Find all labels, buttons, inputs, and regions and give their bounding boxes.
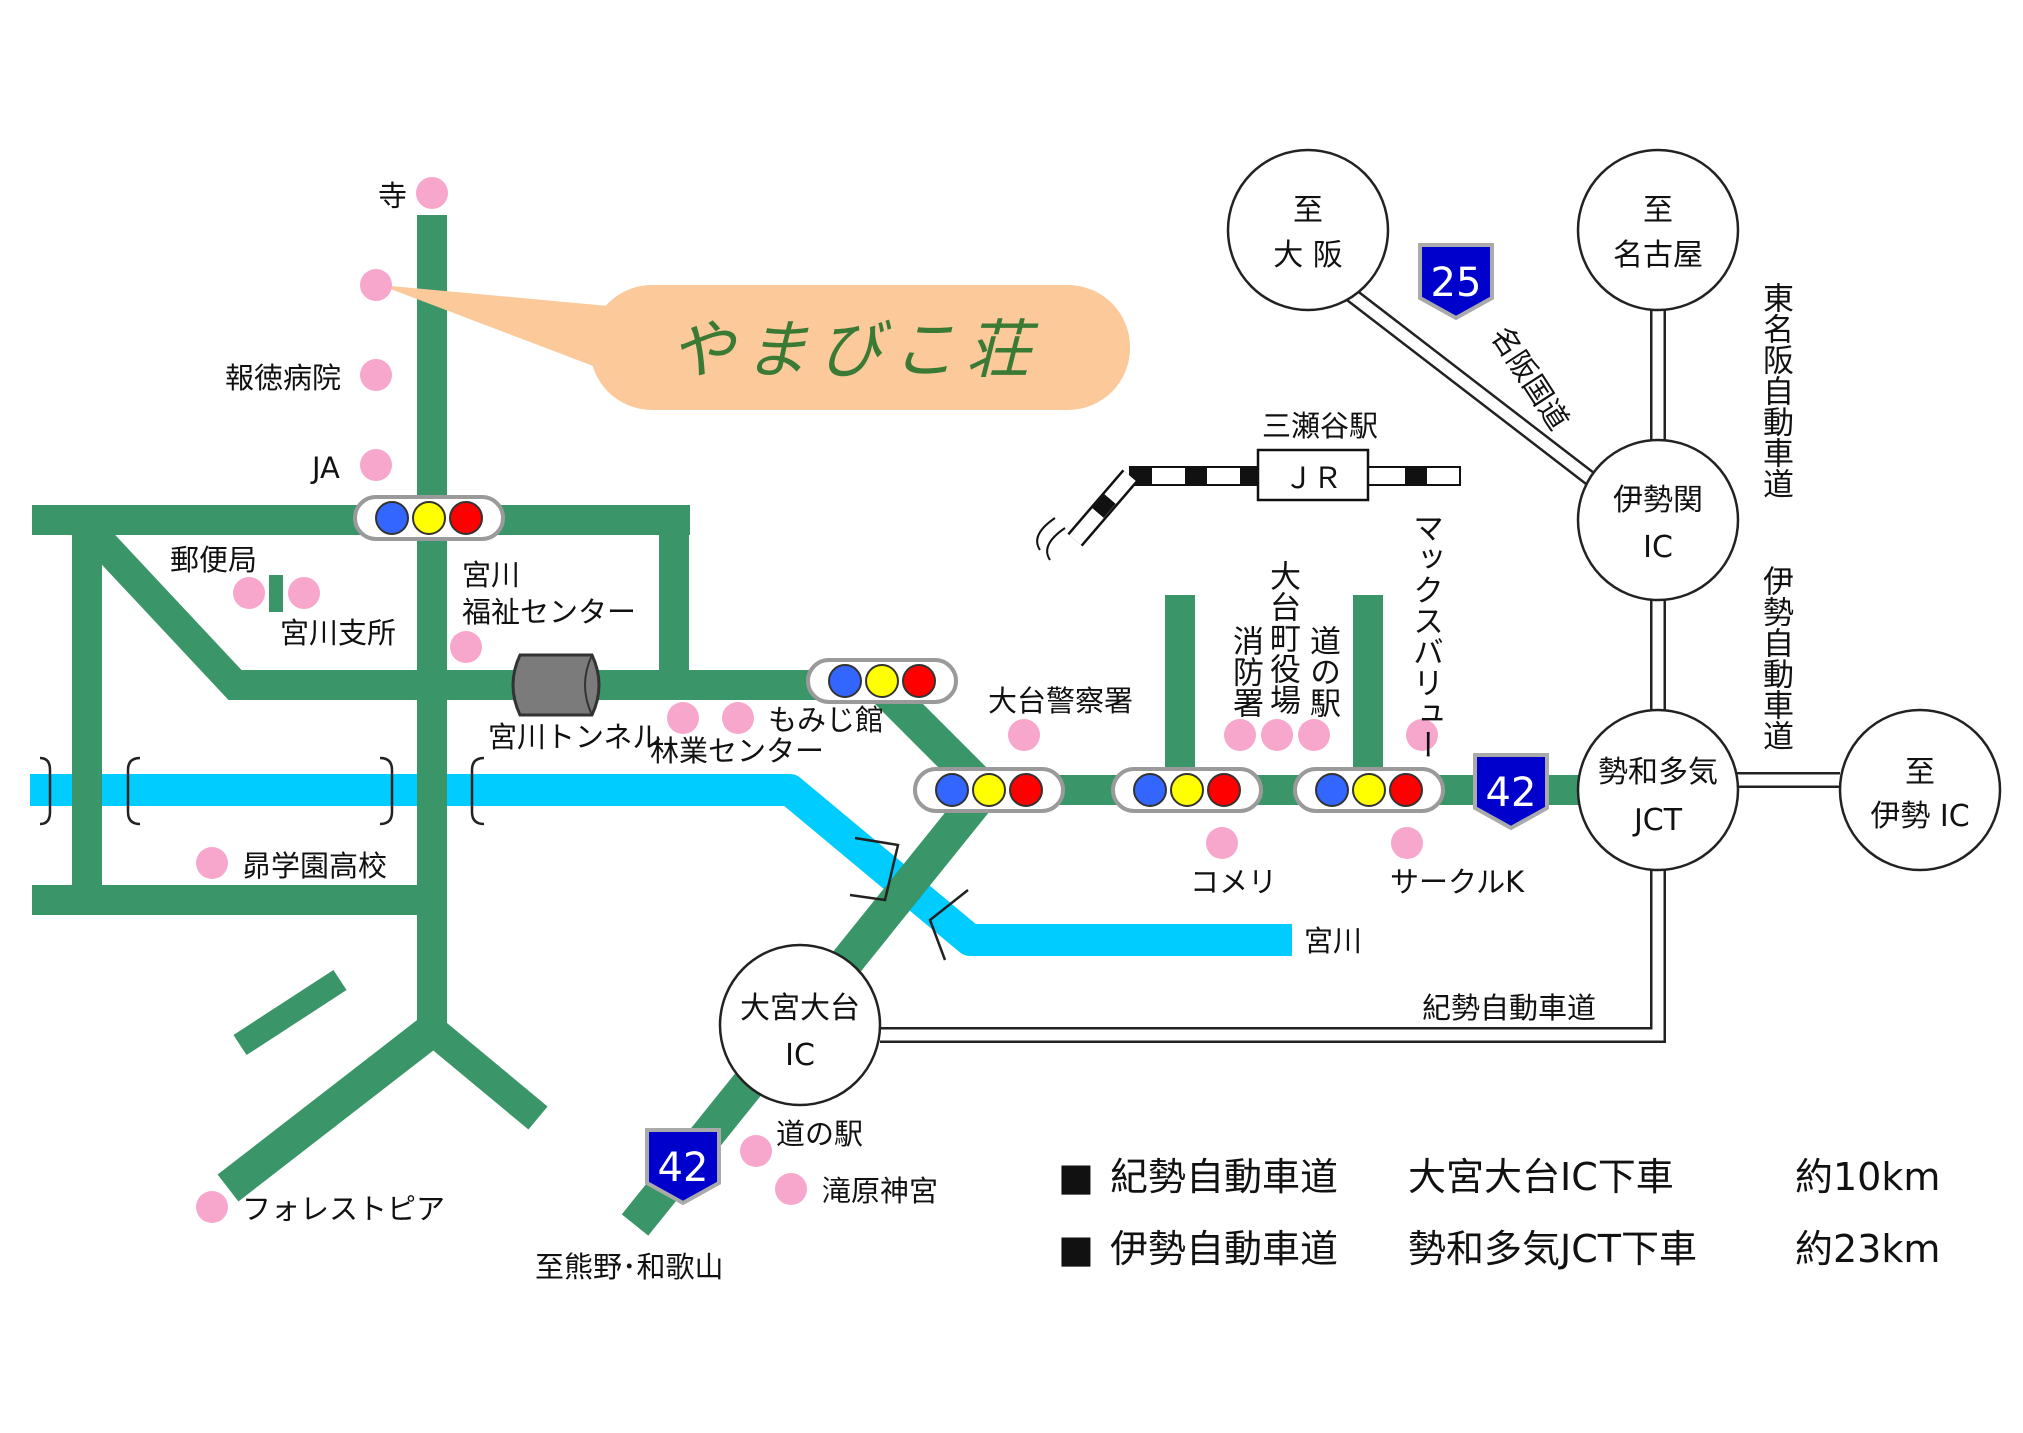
poi-michinoeki-1 [1298, 719, 1330, 751]
label-komeri: コメリ [1190, 865, 1277, 899]
traffic-signal [913, 767, 1065, 813]
to-nagoya-2: 名古屋 [1613, 238, 1703, 273]
label-fire-station: 消防署 [1227, 625, 1263, 718]
miyagawa-tunnel [511, 653, 601, 717]
route-25-shield: 25 [1418, 243, 1494, 321]
label-welfare-center-1: 宮川 [462, 558, 520, 592]
poi-yamabiko-so [360, 269, 392, 301]
poi-welfare-center [450, 631, 482, 663]
traffic-signal [1293, 767, 1445, 813]
jr-line [1036, 448, 1461, 561]
label-station: 三瀬谷駅 [1262, 409, 1378, 443]
miyagawa-river [30, 774, 1292, 956]
to-nagoya-circle: 至 名古屋 [1576, 148, 1740, 312]
route-42-number-east: 42 [1486, 770, 1537, 816]
label-jr: ＪＲ [1284, 461, 1342, 495]
poi-circle-k [1391, 827, 1423, 859]
label-town-office: 大台町役場 [1264, 560, 1301, 715]
omiya-odai-ic-1: 大宮大台 [740, 991, 860, 1026]
omiya-odai-ic-circle: 大宮大台 IC [718, 943, 882, 1107]
route-42-shield-south: 42 [645, 1128, 721, 1206]
label-high-school: 昴学園高校 [242, 849, 387, 883]
route-25-number: 25 [1431, 260, 1482, 306]
label-river: 宮川 [1304, 924, 1362, 958]
label-momiji-kan: もみじ館 [768, 703, 884, 737]
label-tunnel: 宮川トンネル [488, 720, 661, 754]
traffic-signal [353, 495, 505, 541]
label-forestry-center: 林業センター [650, 734, 824, 768]
to-osaka-1: 至 [1293, 193, 1323, 228]
to-ise-ic-1: 至 [1905, 755, 1935, 790]
poi-miyagawa-branch [288, 577, 320, 609]
legend-row: ■ 紀勢自動車道 大宮大台IC下車 約10km [1058, 1155, 1940, 1199]
traffic-signal [1111, 767, 1263, 813]
poi-temple [416, 177, 448, 209]
poi-police [1008, 719, 1040, 751]
poi-komeri [1206, 827, 1238, 859]
poi-forestry-center [667, 702, 699, 734]
label-max-valu: マックスバリュー [1407, 512, 1443, 760]
iseseki-ic-circle: 伊勢関 IC [1576, 438, 1740, 602]
legend-bullet: ■ [1058, 1155, 1094, 1199]
label-takihara-shrine: 滝原神宮 [822, 1174, 938, 1208]
label-michinoeki-2: 道の駅 [776, 1117, 863, 1151]
route-42-number-south: 42 [658, 1145, 709, 1191]
to-ise-ic-circle: 至 伊勢 IC [1838, 708, 2002, 872]
seiwa-taki-jct-2: JCT [1632, 803, 1683, 838]
poi-post-office [233, 577, 265, 609]
poi-town-office [1261, 719, 1293, 751]
label-ise-expressway: 伊勢自動車道 [1757, 565, 1794, 751]
legend-exit: 大宮大台IC下車 [1408, 1155, 1674, 1199]
legend-exit: 勢和多気JCT下車 [1408, 1227, 1697, 1271]
label-circle-k: サークルK [1390, 865, 1525, 899]
inn-name: やまびこ荘 [670, 314, 1040, 388]
label-post-office: 郵便局 [170, 543, 257, 577]
label-ja: JA [310, 451, 340, 485]
legend-row: ■ 伊勢自動車道 勢和多気JCT下車 約23km [1058, 1227, 1940, 1271]
seiwa-taki-jct-1: 勢和多気 [1598, 755, 1718, 790]
label-michinoeki-1: 道の駅 [1304, 625, 1341, 718]
poi-max-valu [1406, 719, 1438, 751]
label-to-kumano: 至熊野･和歌山 [535, 1250, 724, 1284]
omiya-odai-ic-2: IC [785, 1038, 815, 1073]
to-ise-ic-2: 伊勢 IC [1870, 799, 1969, 834]
bridge-markers [39, 756, 969, 961]
label-forest-pia: フォレストピア [242, 1192, 445, 1226]
poi-takihara-shrine [775, 1173, 807, 1205]
poi-high-school [196, 847, 228, 879]
poi-hotoku-hospital [360, 359, 392, 391]
legend-distance: 約23km [1795, 1227, 1940, 1271]
to-osaka-circle: 至 大 阪 [1226, 148, 1390, 312]
seiwa-taki-jct-circle: 勢和多気 JCT [1576, 708, 1740, 872]
legend-distance: 約10km [1795, 1155, 1940, 1199]
iseseki-ic-1: 伊勢関 [1613, 483, 1703, 518]
to-nagoya-1: 至 [1643, 193, 1673, 228]
legend-road: 伊勢自動車道 [1110, 1227, 1338, 1271]
poi-ja [360, 449, 392, 481]
poi-forest-pia [196, 1191, 228, 1223]
label-kisei-expressway: 紀勢自動車道 [1422, 991, 1596, 1025]
iseseki-ic-2: IC [1643, 530, 1673, 565]
label-temple: 寺 [378, 179, 407, 213]
label-police: 大台警察署 [988, 684, 1133, 718]
label-hotoku-hospital: 報徳病院 [225, 361, 341, 395]
route-42-shield-east: 42 [1473, 753, 1549, 831]
label-higashi-meihan: 東名阪自動車道 [1757, 282, 1793, 499]
poi-momiji-kan [722, 702, 754, 734]
to-osaka-2: 大 阪 [1273, 238, 1343, 273]
inn-callout [380, 285, 1130, 410]
label-meihan: 名阪国道 [1484, 320, 1576, 436]
legend: ■ 紀勢自動車道 大宮大台IC下車 約10km ■ 伊勢自動車道 勢和多気JCT… [1058, 1155, 1940, 1271]
label-welfare-center-2: 福祉センター [462, 595, 636, 629]
poi-fire-station [1224, 719, 1256, 751]
poi-michinoeki-2 [740, 1135, 772, 1167]
label-miyagawa-branch: 宮川支所 [280, 616, 396, 650]
legend-bullet: ■ [1058, 1227, 1094, 1271]
legend-road: 紀勢自動車道 [1110, 1155, 1338, 1199]
traffic-signal [806, 658, 958, 704]
